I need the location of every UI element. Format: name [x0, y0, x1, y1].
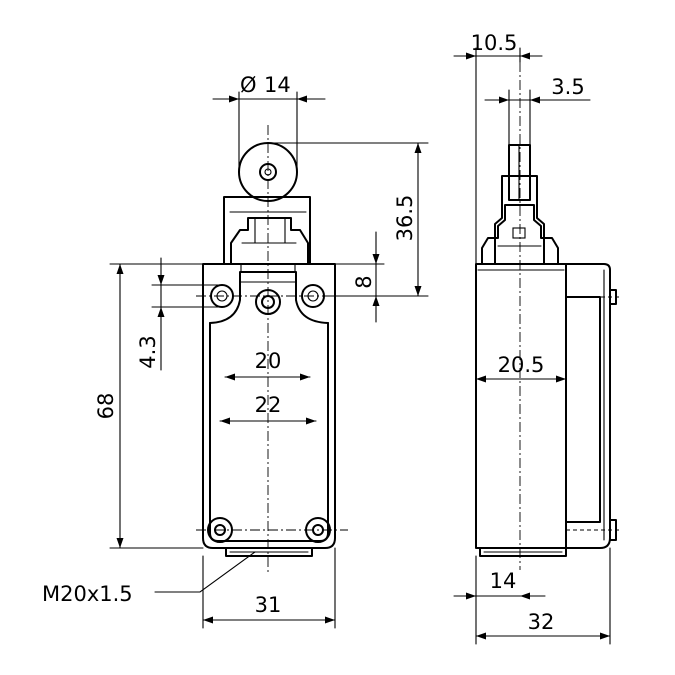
dim-overall-height: 68: [94, 263, 204, 549]
hole-spacing-inner-value: 20: [255, 349, 282, 373]
actuator-head: [223, 196, 311, 265]
front-view: [196, 125, 348, 572]
side-bottom-offset-value: 14: [490, 569, 517, 593]
dim-height-to-roller: 36.5: [267, 142, 429, 297]
hole-spacing-outer-value: 22: [255, 393, 282, 417]
dim-roller-diameter: Ø 14: [212, 73, 326, 173]
cable-gland: [225, 547, 313, 557]
dimensions: Ø 14 36.5 8 68: [42, 31, 611, 645]
dim-front-width: 31: [202, 547, 336, 629]
dim-hole-edge-offset: 4.3: [136, 257, 223, 371]
dim-side-plunger-offset: 3.5: [484, 75, 591, 146]
dim-side-depth: 32: [475, 547, 611, 645]
overall-height-value: 68: [94, 393, 118, 420]
thread-label: M20x1.5: [42, 582, 133, 606]
roller-diameter-symbol: Ø: [240, 73, 257, 97]
dim-thread: M20x1.5: [42, 551, 256, 606]
dim-side-bottom-offset: 14: [453, 555, 546, 645]
dim-side-width-top: 10.5: [453, 31, 543, 265]
plunger: [481, 144, 559, 265]
mounting-holes: [210, 284, 325, 315]
dim-side-depth-inner: 20.5: [475, 353, 567, 383]
dim-hole-spacing-outer: 22: [219, 393, 317, 425]
height-to-roller-value: 36.5: [393, 195, 417, 242]
front-width-value: 31: [255, 593, 282, 617]
side-view: [475, 62, 620, 570]
side-body: [475, 263, 620, 557]
side-plunger-offset-value: 3.5: [551, 75, 584, 99]
side-depth-inner-value: 20.5: [498, 353, 545, 377]
side-width-top-value: 10.5: [471, 31, 518, 55]
side-depth-value: 32: [528, 610, 555, 634]
roller-diameter-value: 14: [264, 73, 291, 97]
dim-hole-spacing-inner: 20: [224, 349, 311, 381]
hole-edge-offset-value: 4.3: [136, 335, 160, 368]
mounting-hole-offset-value: 8: [352, 275, 376, 288]
dim-mounting-hole-offset: 8: [334, 231, 385, 323]
